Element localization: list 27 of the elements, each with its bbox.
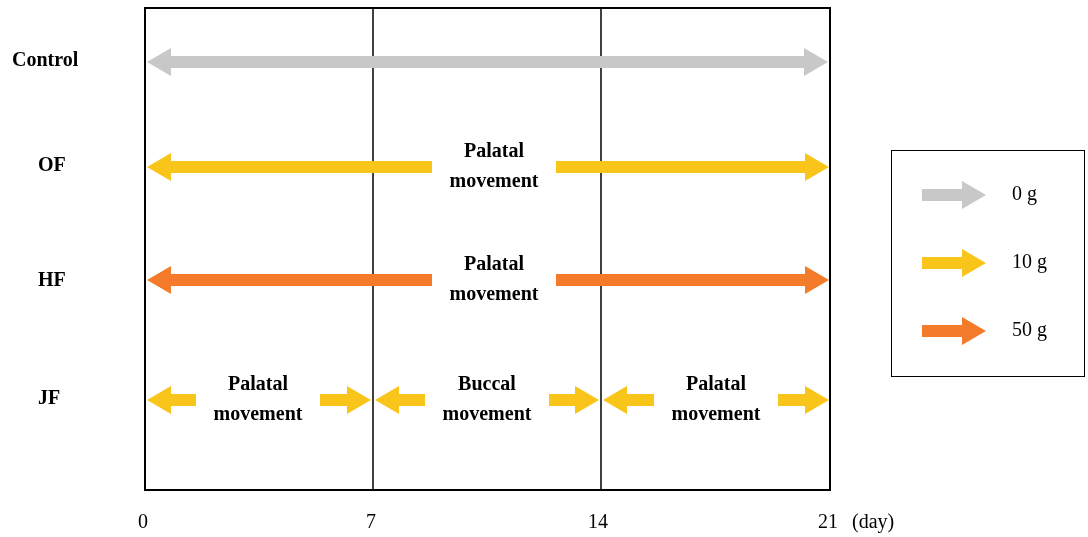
arrow bbox=[556, 266, 829, 294]
arrow bbox=[603, 386, 654, 414]
axis-unit-label: (day) bbox=[852, 510, 895, 533]
axis-tick-label: 0 bbox=[138, 510, 148, 533]
phase-label: Palatal movement bbox=[438, 248, 550, 308]
axis-tick-label: 14 bbox=[588, 510, 608, 533]
arrow bbox=[147, 266, 432, 294]
phase-label: Palatal movement bbox=[202, 368, 314, 428]
phase-label: Palatal movement bbox=[660, 368, 772, 428]
phase-label: Buccal movement bbox=[431, 368, 543, 428]
arrow bbox=[147, 386, 196, 414]
row-label: JF bbox=[38, 386, 61, 409]
legend-label: 10 g bbox=[1012, 250, 1047, 273]
row-label: Control bbox=[12, 48, 79, 71]
phase-label: Palatal movement bbox=[438, 135, 550, 195]
axis-tick-label: 21 bbox=[818, 510, 838, 533]
row-label: OF bbox=[38, 153, 66, 176]
row-label: HF bbox=[38, 268, 66, 291]
axis-tick-label: 7 bbox=[366, 510, 376, 533]
arrow bbox=[778, 386, 829, 414]
arrow bbox=[556, 153, 829, 181]
arrow bbox=[375, 386, 425, 414]
arrow bbox=[549, 386, 599, 414]
legend-label: 50 g bbox=[1012, 318, 1047, 341]
arrow bbox=[320, 386, 371, 414]
arrow bbox=[147, 153, 432, 181]
legend-label: 0 g bbox=[1012, 182, 1037, 205]
